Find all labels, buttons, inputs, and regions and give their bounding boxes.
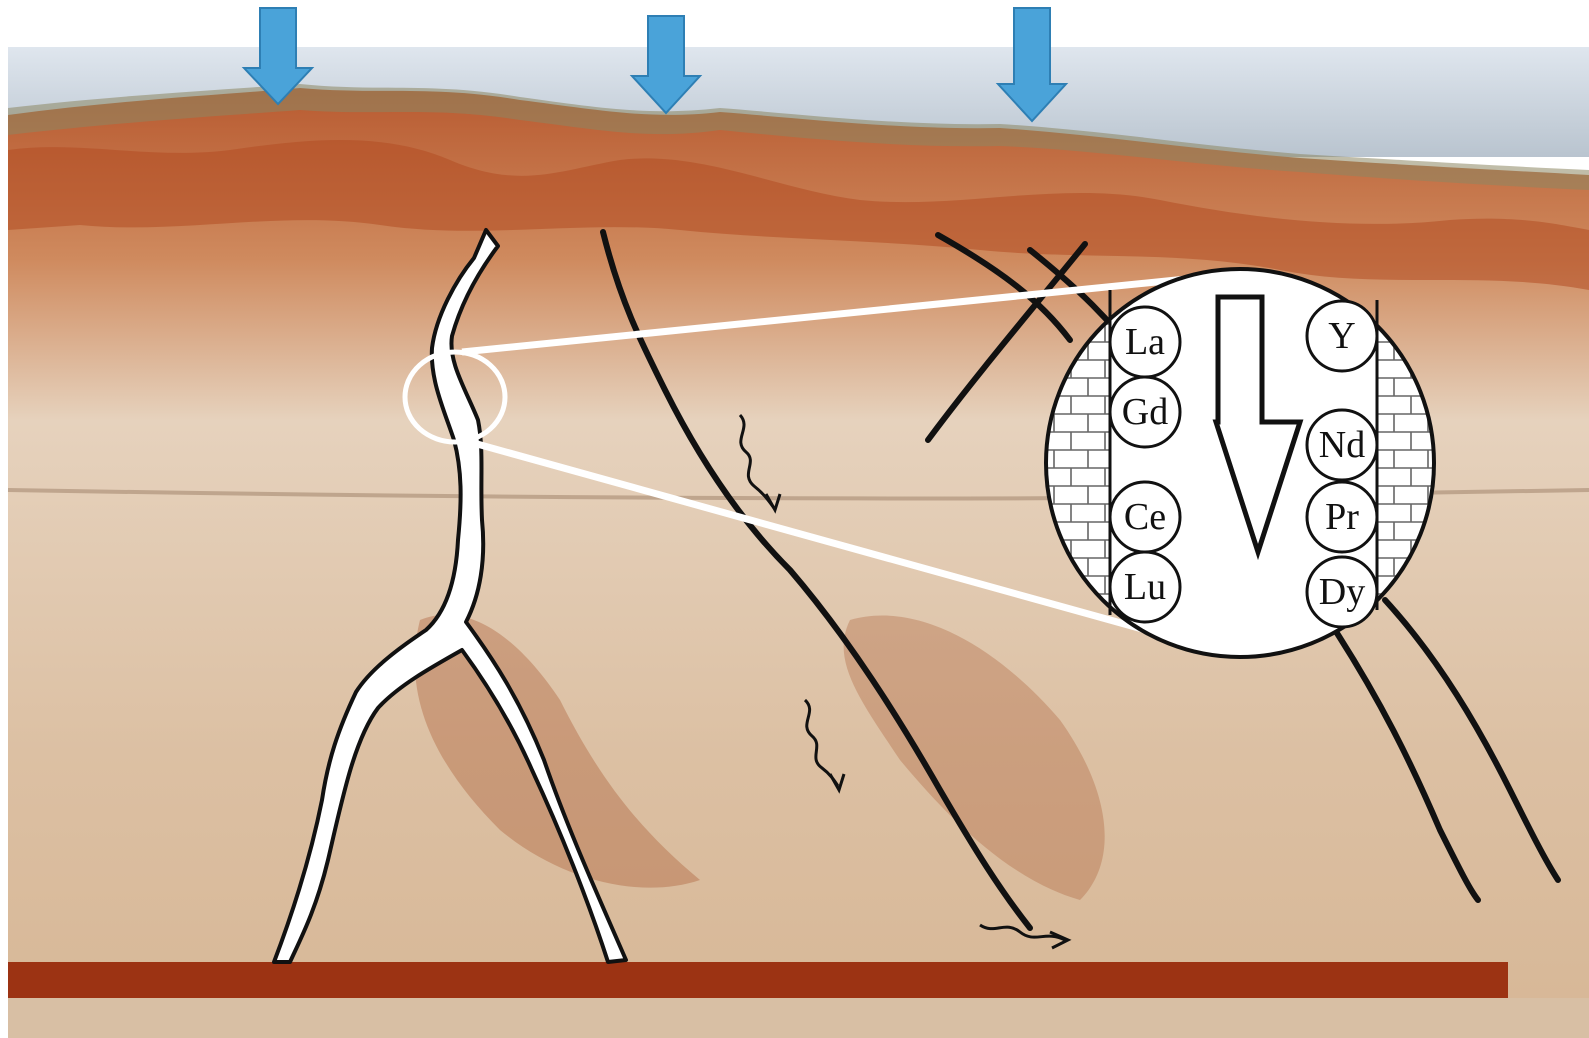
soil-band [8, 962, 1508, 998]
element-label: Dy [1319, 571, 1365, 613]
element-label: Ce [1124, 496, 1166, 538]
element-label: Pr [1325, 496, 1359, 538]
right-elements: Y Nd Pr Dy [1307, 301, 1377, 627]
element-label: Lu [1124, 566, 1166, 608]
element-la: La [1110, 307, 1180, 377]
element-label: Y [1328, 315, 1355, 357]
element-y: Y [1307, 301, 1377, 371]
element-ce: Ce [1110, 482, 1180, 552]
element-nd: Nd [1307, 410, 1377, 480]
element-lu: Lu [1110, 552, 1180, 622]
element-label: La [1125, 321, 1165, 363]
ground [8, 998, 1589, 1038]
element-dy: Dy [1307, 557, 1377, 627]
element-label: Gd [1122, 391, 1168, 433]
element-pr: Pr [1307, 482, 1377, 552]
element-label: Nd [1319, 424, 1365, 466]
element-gd: Gd [1110, 377, 1180, 447]
